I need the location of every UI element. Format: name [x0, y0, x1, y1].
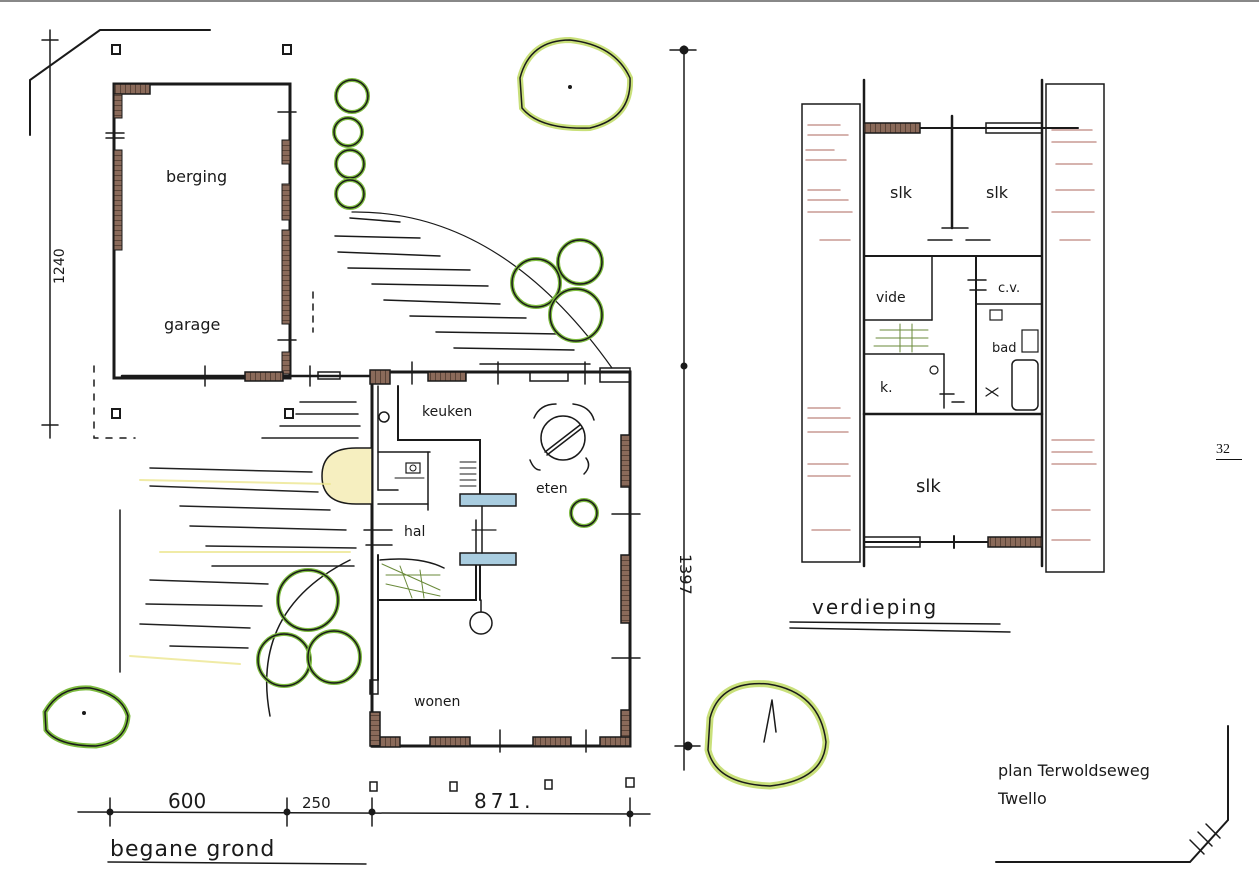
caption-line1: plan Terwoldseweg: [998, 761, 1150, 780]
dim-250: 250: [302, 794, 331, 812]
site-boundary: [29, 29, 211, 136]
dim-1240: 1240: [52, 248, 68, 284]
kitchen-counter: [459, 493, 517, 507]
kitchen-counter-2: [459, 552, 517, 566]
dim-600: 600: [168, 789, 206, 813]
title-verdieping: verdieping: [812, 595, 938, 619]
dim-line-bottom: [77, 811, 651, 815]
label-k: k.: [880, 380, 893, 396]
page-number: 32: [1216, 442, 1242, 460]
label-vide: vide: [876, 290, 906, 306]
tree-column: [332, 78, 370, 210]
label-slk-right: slk: [986, 183, 1009, 202]
label-bad: bad: [992, 341, 1016, 356]
label-keuken: keuken: [422, 404, 472, 420]
caption-frame: [995, 725, 1229, 863]
tree-cluster-right: [510, 238, 604, 343]
label-slk-left: slk: [890, 183, 913, 202]
labels: berging garage keuken eten hal wonen 124…: [52, 167, 1150, 862]
tree-small-right: [569, 498, 599, 528]
tree-cluster-left: [256, 568, 362, 688]
ground-floor-plan: [29, 29, 701, 865]
label-slk-bottom: slk: [916, 476, 941, 497]
title-begane-grond: begane grond: [110, 837, 275, 862]
caption-line2: Twello: [997, 789, 1047, 808]
tree-top-center: [516, 36, 634, 132]
dim-871: 871.: [474, 789, 535, 813]
label-hal: hal: [404, 524, 425, 540]
label-cv: c.v.: [998, 281, 1020, 296]
tree-bottom-center: [704, 680, 830, 790]
label-wonen: wonen: [414, 694, 460, 710]
dining-table: [529, 403, 595, 475]
dim-1397: 1397: [676, 554, 695, 595]
tree-bottom-left: [42, 685, 131, 749]
label-garage: garage: [164, 315, 220, 334]
label-berging: berging: [166, 167, 227, 186]
label-eten: eten: [536, 481, 568, 497]
trees: [42, 36, 830, 790]
upper-floor-plan: [789, 78, 1105, 633]
